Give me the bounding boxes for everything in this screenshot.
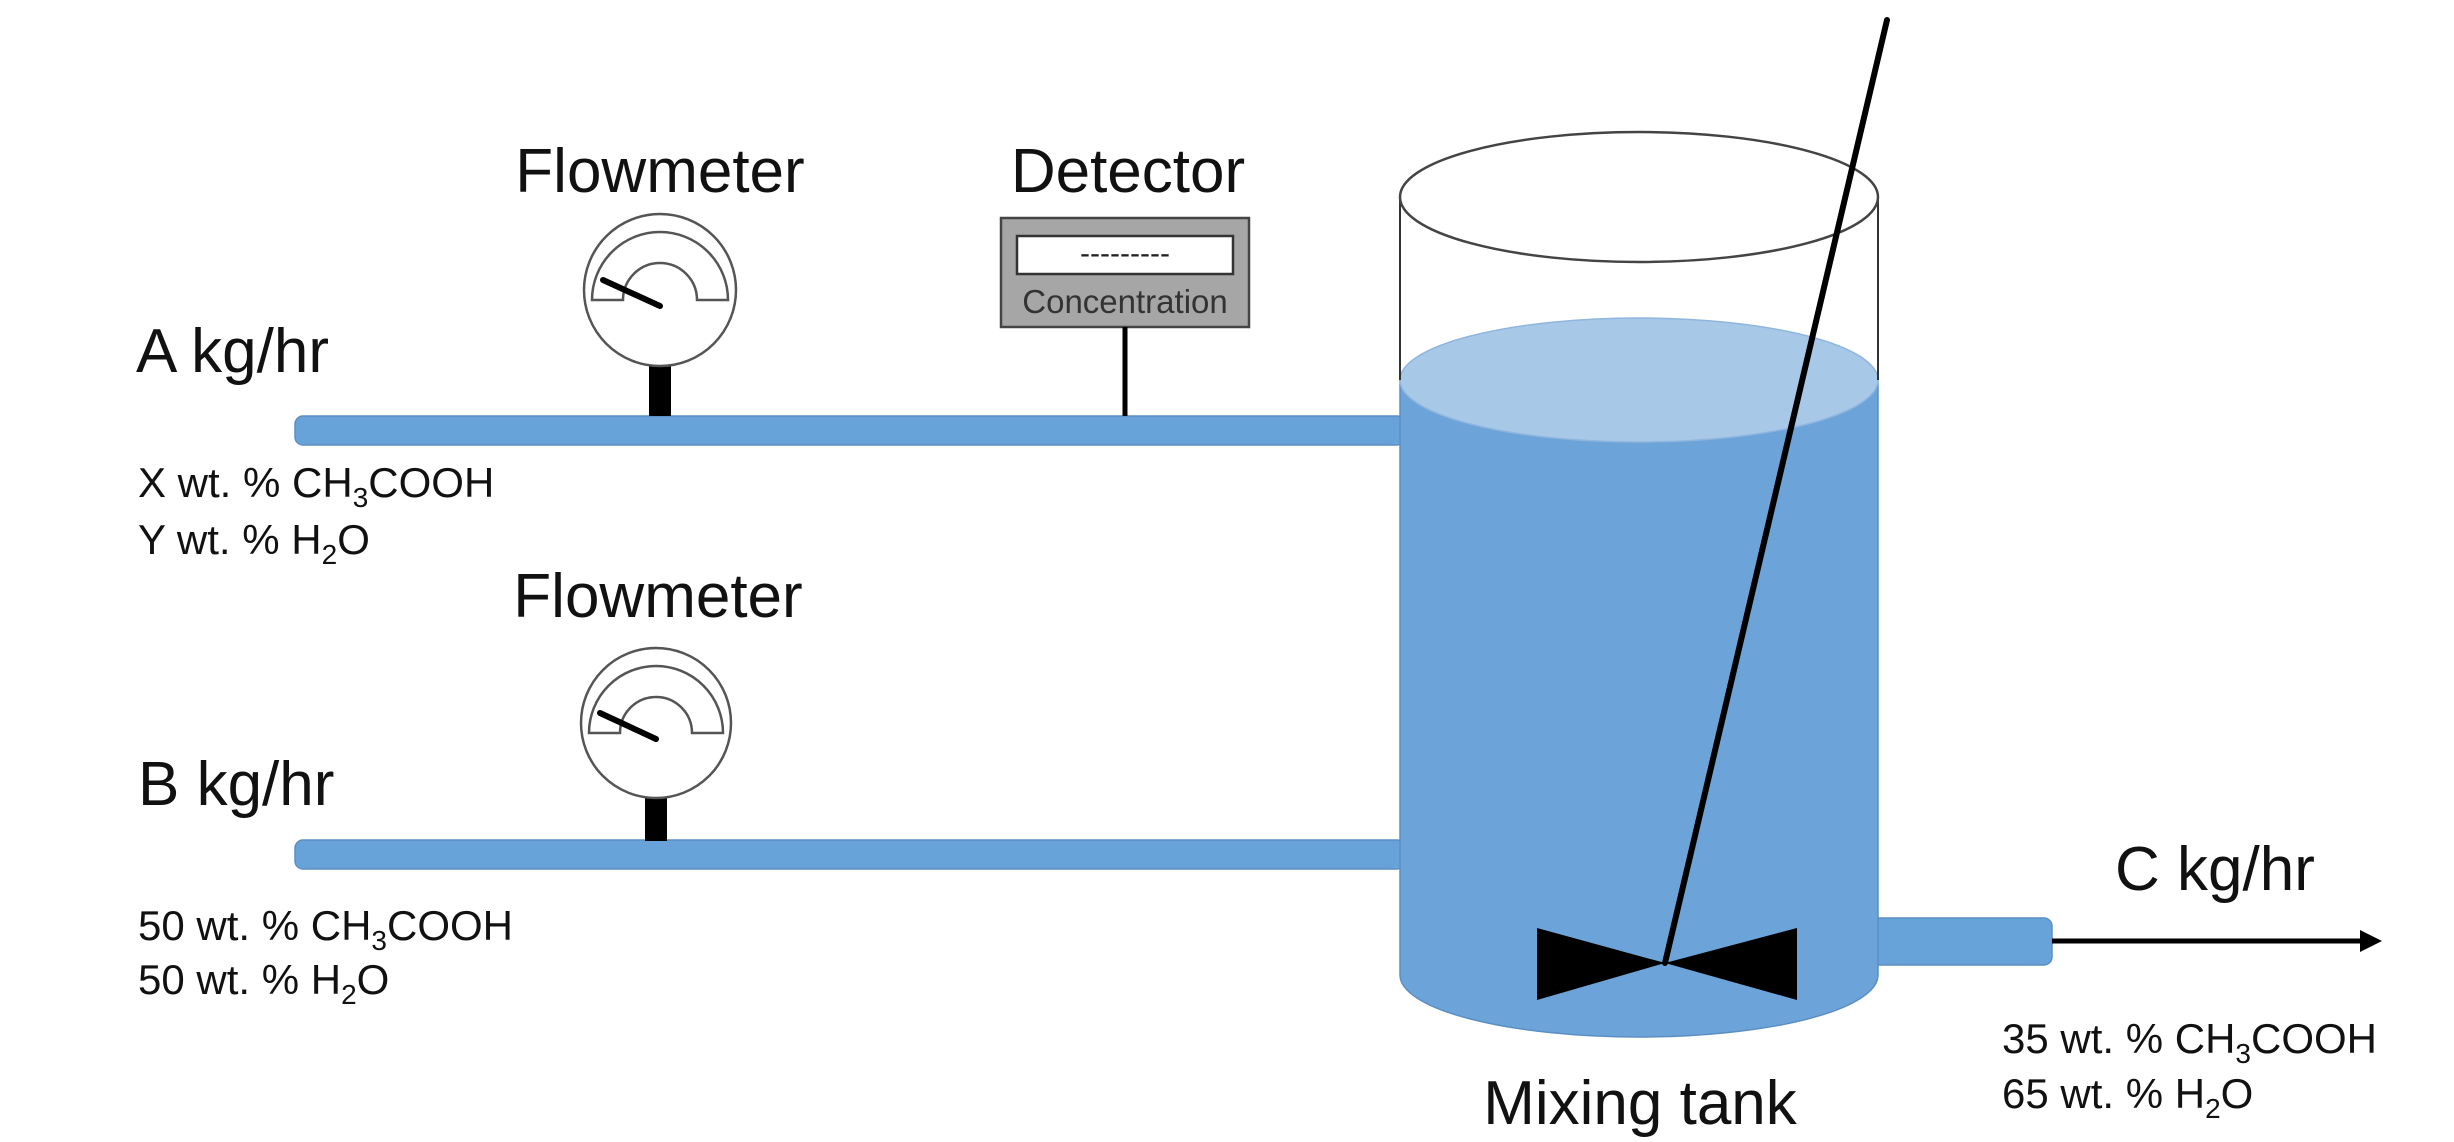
flowmeter-a: Flowmeter — [515, 137, 805, 416]
stream-c-composition-water: 65 wt. % H2O — [2002, 1070, 2253, 1124]
stirrer-shaft — [1662, 17, 1890, 966]
stream-a-labels: A kg/hr X wt. % CH3COOH Y wt. % H2O — [136, 317, 494, 570]
pipe-b-body — [294, 839, 1406, 870]
arrow-right-icon — [2360, 930, 2382, 952]
stream-b-flow-label: B kg/hr — [138, 750, 334, 819]
stream-c-composition-acetic: 35 wt. % CH3COOH — [2002, 1015, 2377, 1069]
liquid-surface — [1399, 317, 1879, 443]
detector: Detector --------- Concentration — [999, 137, 1251, 416]
stream-a-flow-label: A kg/hr — [136, 317, 329, 386]
detector-display — [1015, 234, 1235, 276]
mixing-tank: Mixing tank — [1398, 17, 1890, 1138]
flowmeter-b-stem — [645, 797, 667, 841]
flowmeter-b: Flowmeter — [513, 562, 803, 841]
stream-b-composition-acetic: 50 wt. % CH3COOH — [138, 902, 513, 956]
tank-rim — [1398, 130, 1880, 264]
tank-liquid — [1399, 379, 1879, 1038]
stream-c-flow-label: C kg/hr — [2115, 835, 2315, 904]
detector-display-value: --------- — [1080, 237, 1170, 270]
stream-c-labels: C kg/hr 35 wt. % CH3COOH 65 wt. % H2O — [2002, 835, 2377, 1124]
detector-label: Detector — [1011, 137, 1245, 206]
flowmeter-b-label: Flowmeter — [513, 562, 802, 631]
pipe-c — [1869, 917, 2382, 966]
gauge-icon — [579, 646, 733, 800]
impeller-blade-right — [1665, 928, 1797, 1000]
flowmeter-a-stem — [649, 366, 671, 416]
flowmeter-a-label: Flowmeter — [515, 137, 804, 206]
stream-b-labels: B kg/hr 50 wt. % CH3COOH 50 wt. % H2O — [138, 750, 513, 1010]
pipe-a-body — [294, 415, 1406, 446]
tank-label: Mixing tank — [1483, 1069, 1798, 1138]
pipe-c-body — [1869, 917, 2053, 966]
stream-a-composition-water: Y wt. % H2O — [138, 516, 370, 570]
detector-caption: Concentration — [1022, 283, 1227, 320]
pipe-a — [294, 415, 1406, 446]
stream-a-composition-acetic: X wt. % CH3COOH — [138, 459, 494, 513]
impeller-blade-left — [1537, 928, 1665, 1000]
pipe-b — [294, 839, 1406, 870]
stream-b-composition-water: 50 wt. % H2O — [138, 956, 389, 1010]
gauge-icon — [582, 212, 738, 368]
